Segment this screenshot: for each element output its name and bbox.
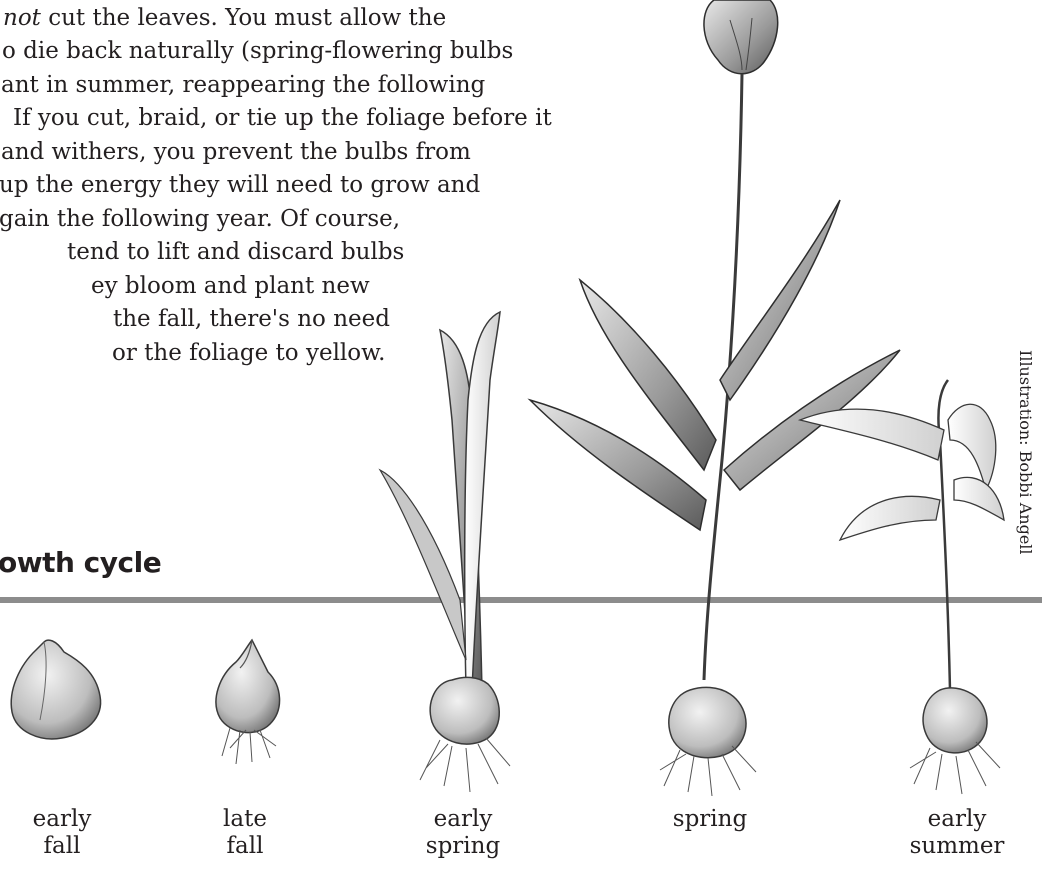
stage-label-early-spring: early spring [398, 806, 528, 860]
stage-label-line1: early [892, 806, 1022, 833]
plant-early-spring [380, 312, 510, 792]
stage-label-line2: summer [892, 833, 1022, 860]
bulb-early-fall [11, 640, 100, 739]
bulb-late-fall [216, 640, 280, 764]
stage-label-line1: spring [645, 806, 775, 833]
stage-label-spring: spring [645, 806, 775, 833]
stage-label-late-fall: late fall [180, 806, 310, 860]
stage-label-line2: spring [398, 833, 528, 860]
stage-label-line1: late [180, 806, 310, 833]
plant-early-summer [800, 380, 1004, 794]
stage-label-line2: fall [180, 833, 310, 860]
stage-label-line1: early [398, 806, 528, 833]
stage-label-line2: fall [0, 833, 127, 860]
stage-label-line1: early [0, 806, 127, 833]
stage-label-early-fall: early fall [0, 806, 127, 860]
plant-spring-tulip [530, 0, 900, 796]
stage-label-early-summer: early summer [892, 806, 1022, 860]
